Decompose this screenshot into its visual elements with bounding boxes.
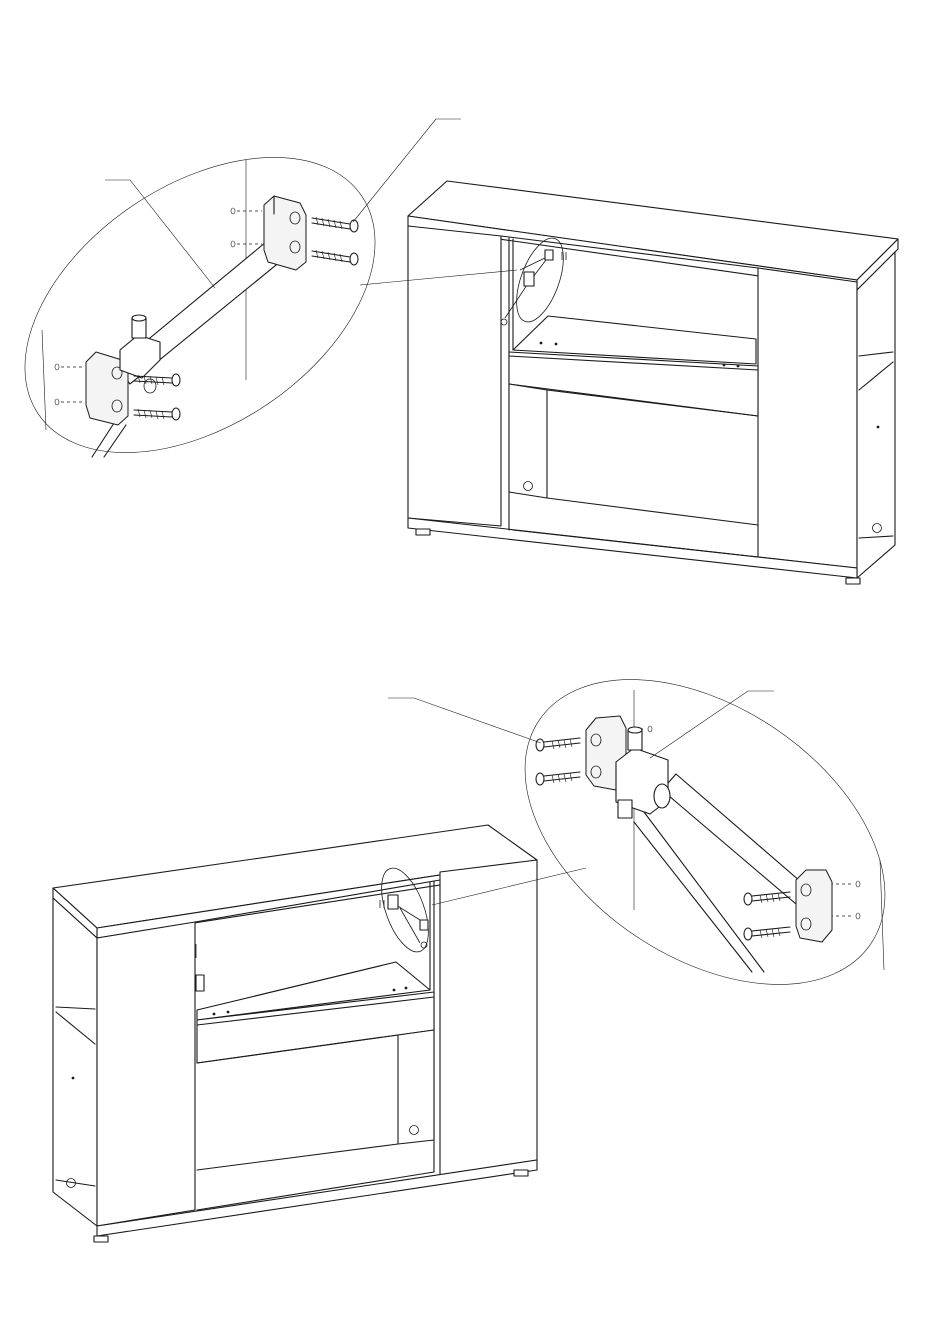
cabinet-lower-divider — [509, 384, 547, 498]
foot-right — [846, 578, 860, 584]
step-bottom-panel — [53, 617, 941, 1242]
stay-arm-bottom — [662, 774, 808, 904]
cabinet-top — [408, 181, 898, 584]
bracket-right-bottom — [796, 870, 832, 942]
step-top-panel — [0, 96, 898, 584]
foot-b-left — [94, 1236, 108, 1242]
screw-set-bottom-left — [536, 738, 580, 785]
cabinet-right-door-panel — [758, 268, 857, 568]
foot-left — [416, 529, 430, 535]
callout-leader-screw-b — [388, 698, 541, 743]
cabinet-b-left-door-panel — [97, 922, 195, 1226]
cabinet-b-right-door-panel — [440, 860, 537, 1175]
cabinet-bottom — [53, 825, 537, 1242]
screw-set-bottom-right — [744, 892, 790, 940]
detail-zoom-ellipse-b — [469, 617, 940, 1048]
screw-set-top-upper — [312, 217, 358, 265]
hinge-block-top — [120, 335, 160, 378]
callout-leader-arm — [105, 180, 215, 288]
callout-leader-hinge-b — [650, 691, 774, 758]
cabinet-b-left-side — [53, 898, 97, 1226]
bracket-upper-top — [264, 196, 306, 270]
cabinet-b-lower-divider — [398, 1030, 434, 1144]
cabinet-right-side — [857, 252, 895, 578]
cabinet-left-panel — [408, 226, 501, 526]
foot-b-right — [514, 1170, 528, 1176]
screw-set-top-lower — [134, 374, 180, 420]
